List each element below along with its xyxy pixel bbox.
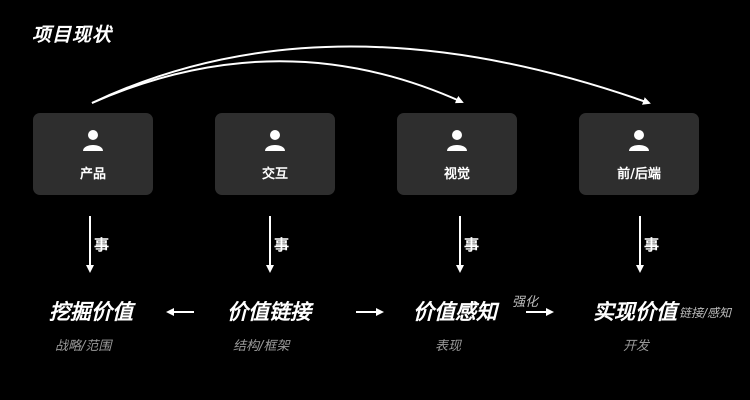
value-label-perception: 价值感知 [413,300,497,324]
value-label-mining: 挖掘价值 [49,300,133,324]
role-card-dev: 前/后端 [579,113,699,195]
role-label: 产品 [79,167,106,182]
strengthen-label: 强化 [512,295,539,310]
down-arrow-label: 事 [274,236,290,254]
down-arrow-label: 事 [464,236,480,254]
role-label: 前/后端 [617,167,661,182]
down-arrow-label: 事 [644,236,660,254]
sub-label: 开发 [623,339,650,354]
role-card-interaction: 交互 [215,113,335,195]
sub-label: 战略/范围 [55,339,112,354]
page-title: 项目现状 [32,24,113,46]
role-card-product: 产品 [33,113,153,195]
person-icon [629,130,649,151]
person-icon [83,130,103,151]
value-label-realize: 实现价值 [593,300,677,324]
sub-label: 表现 [435,339,462,354]
sub-label: 结构/框架 [233,339,290,354]
role-label: 视觉 [443,167,470,182]
person-icon [447,130,467,151]
role-label: 交互 [261,167,288,182]
person-icon [265,130,285,151]
link-perceive-label: 链接/感知 [679,306,732,320]
down-arrow-label: 事 [94,236,110,254]
curve-arrow-to-dev [91,45,651,105]
value-label-linking: 价值链接 [227,300,311,324]
curve-arrow-to-visual [91,60,464,104]
role-card-visual: 视觉 [397,113,517,195]
